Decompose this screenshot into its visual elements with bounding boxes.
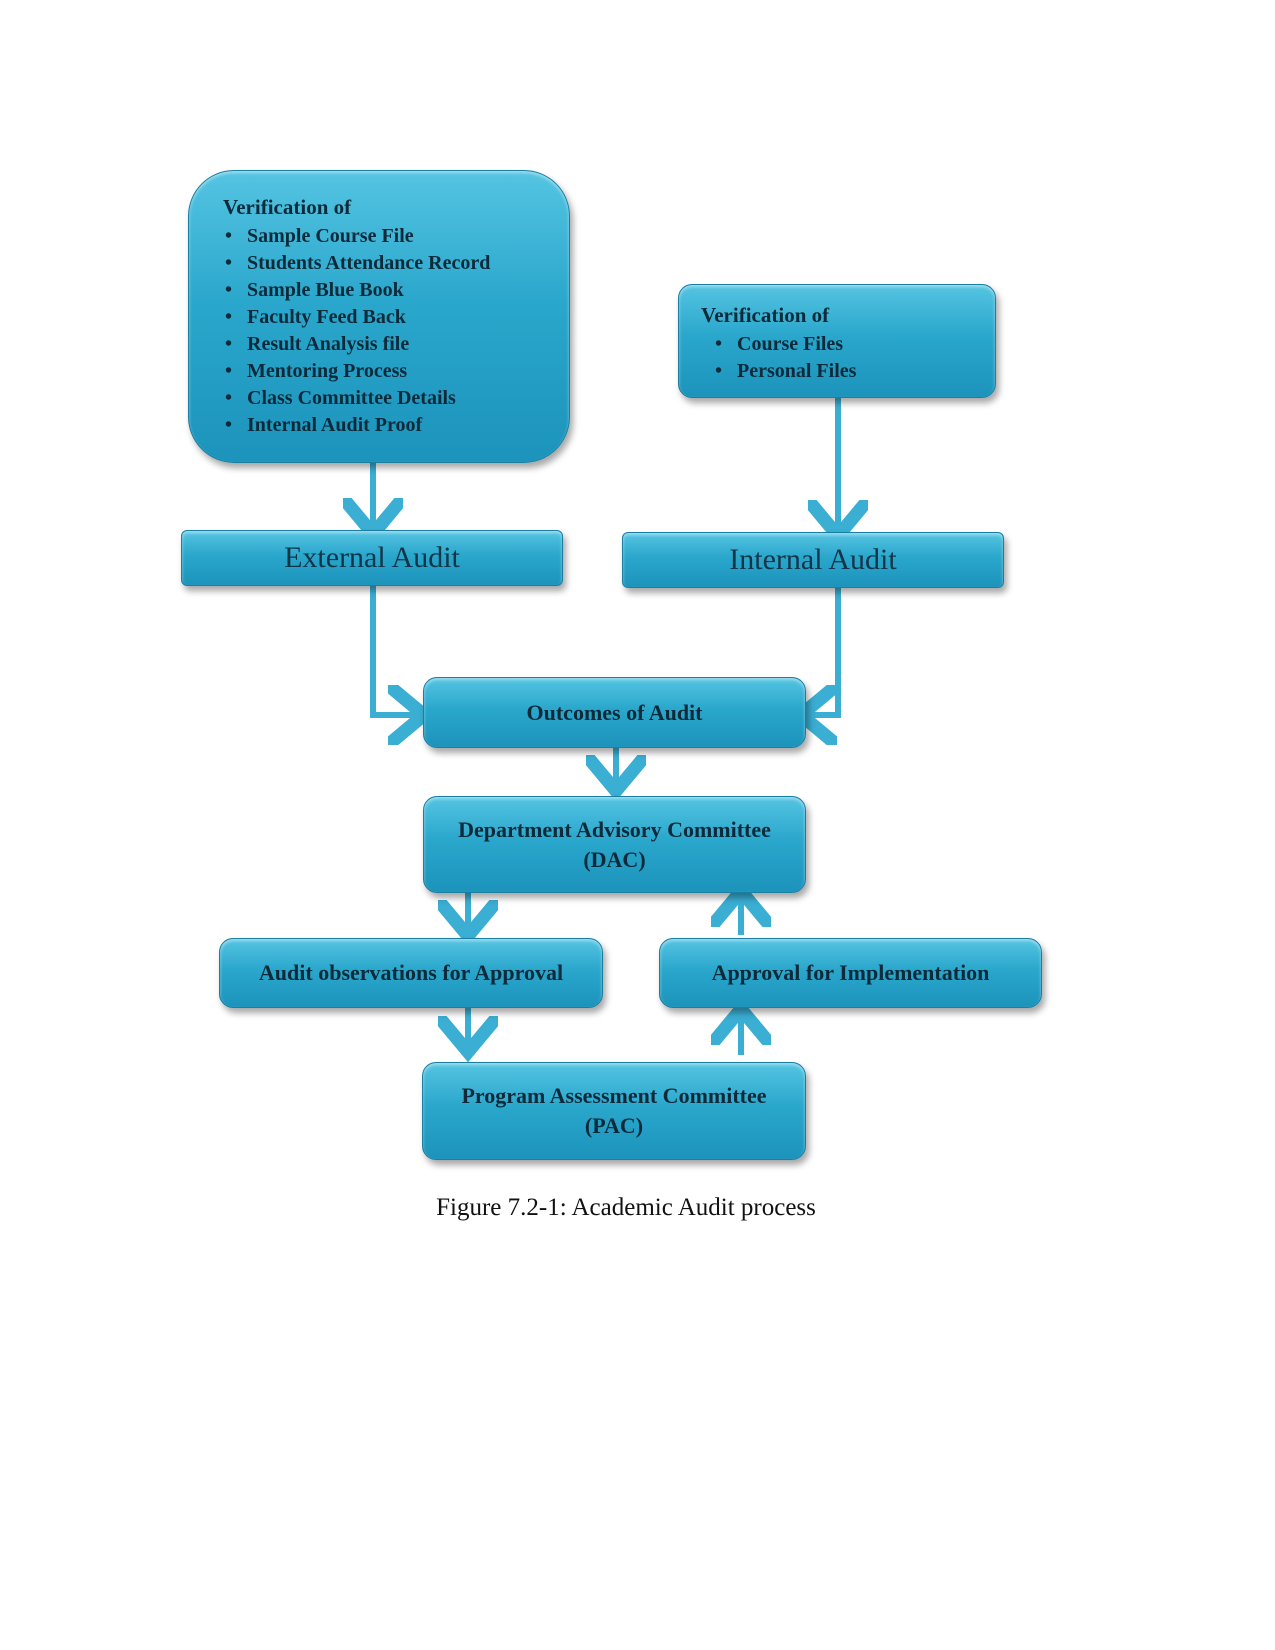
internal-audit-label: Internal Audit bbox=[729, 542, 897, 576]
arrow-internal-to-outcomes bbox=[807, 588, 841, 715]
list-item: Students Attendance Record bbox=[225, 250, 490, 277]
left-verification-title: Verification of bbox=[223, 195, 352, 219]
pac-label-line2: (PAC) bbox=[584, 1113, 644, 1138]
pac-box: Program Assessment Committee (PAC) bbox=[422, 1062, 806, 1160]
right-verification-title: Verification of bbox=[701, 303, 830, 327]
internal-audit-box: Internal Audit bbox=[622, 532, 1004, 588]
approval-implementation-label: Approval for Implementation bbox=[711, 960, 990, 986]
arrow-external-to-outcomes bbox=[370, 586, 418, 715]
list-item: Class Committee Details bbox=[225, 385, 490, 412]
list-item: Internal Audit Proof bbox=[225, 412, 490, 439]
list-item: Personal Files bbox=[715, 358, 857, 385]
list-item: Course Files bbox=[715, 331, 856, 358]
pac-label-line1: Program Assessment Committee bbox=[461, 1083, 767, 1109]
list-item: Faculty Feed Back bbox=[225, 304, 490, 331]
left-verification-list: Sample Course File Students Attendance R… bbox=[223, 223, 490, 439]
figure-caption: Figure 7.2-1: Academic Audit process bbox=[436, 1194, 816, 1221]
approval-implementation-box: Approval for Implementation bbox=[659, 938, 1042, 1008]
list-item: Sample Course File bbox=[225, 223, 490, 250]
external-audit-label: External Audit bbox=[284, 540, 460, 574]
right-verification-box: Verification of Course Files Personal Fi… bbox=[678, 284, 996, 398]
list-item: Mentoring Process bbox=[225, 358, 490, 385]
list-item: Result Analysis file bbox=[225, 331, 490, 358]
dac-label-line1: Department Advisory Committee bbox=[458, 816, 771, 842]
outcomes-box: Outcomes of Audit bbox=[423, 677, 806, 748]
right-verification-list: Course Files Personal Files bbox=[701, 331, 857, 385]
left-verification-box: Verification of Sample Course File Stude… bbox=[188, 170, 570, 463]
external-audit-box: External Audit bbox=[181, 530, 563, 586]
outcomes-label: Outcomes of Audit bbox=[526, 699, 703, 725]
dac-box: Department Advisory Committee (DAC) bbox=[423, 796, 806, 893]
audit-observations-box: Audit observations for Approval bbox=[219, 938, 603, 1008]
audit-observations-label: Audit observations for Approval bbox=[258, 960, 564, 986]
list-item: Sample Blue Book bbox=[225, 277, 490, 304]
dac-label-line2: (DAC) bbox=[583, 846, 646, 872]
